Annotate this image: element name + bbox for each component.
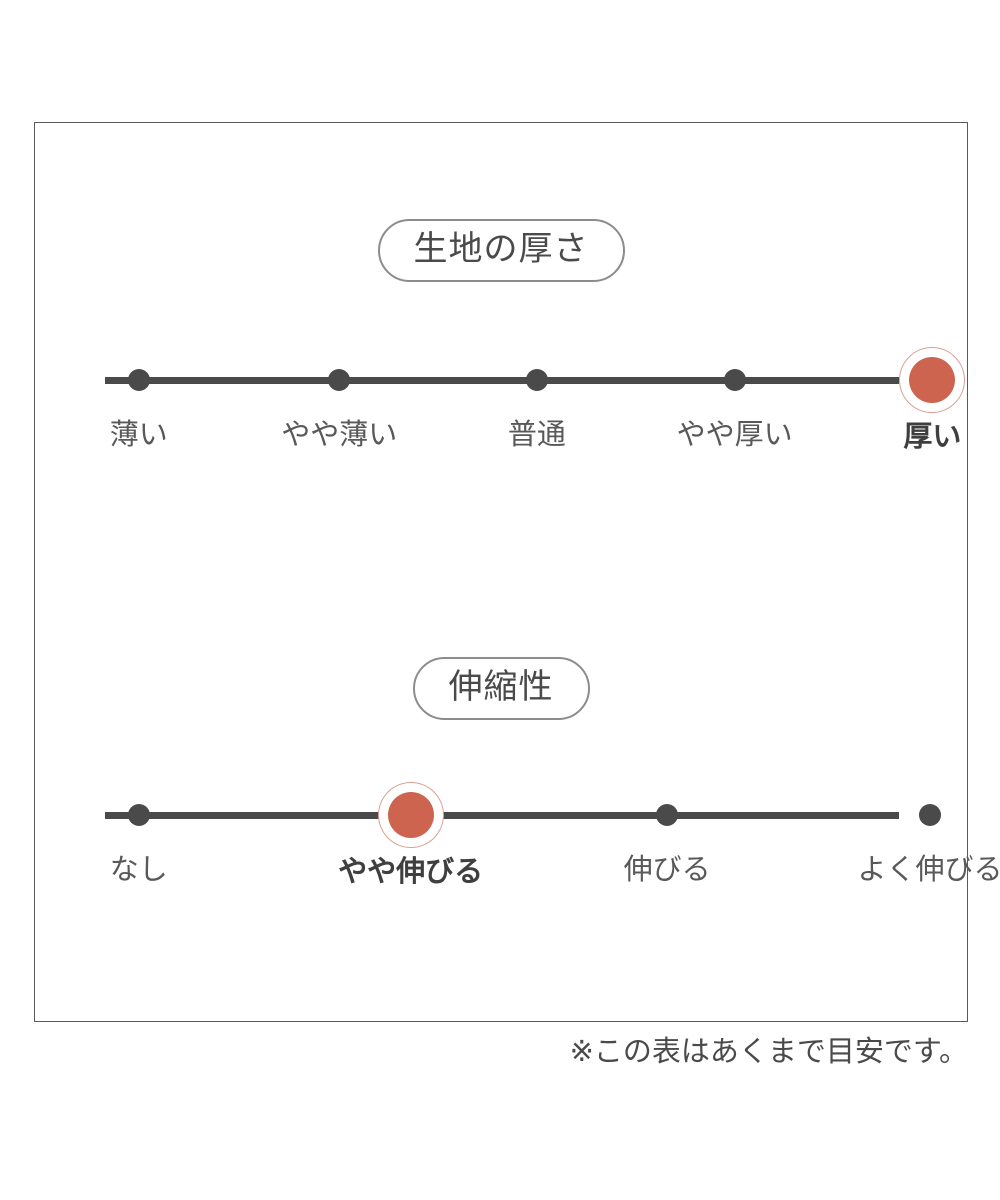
thickness-label-4: 厚い <box>903 421 962 453</box>
stretch-stop-3[interactable]: よく伸びる <box>857 804 1000 885</box>
stretch-label-0: なし <box>109 854 168 886</box>
stretch-stop-0[interactable]: なし <box>110 804 168 885</box>
thickness-label-0: 薄い <box>109 419 168 451</box>
fabric-spec-card: 生地の厚さ 薄い やや薄い 普通 やや厚い 厚い 伸縮性 <box>34 122 1000 1022</box>
stretch-stop-1-selected[interactable]: やや伸びる <box>338 792 483 887</box>
section-thickness-badge-row: 生地の厚さ <box>35 219 967 282</box>
thickness-dot-3 <box>723 369 746 391</box>
section-thickness-badge: 生地の厚さ <box>377 219 625 282</box>
thickness-label-3: やや厚い <box>676 419 793 451</box>
stretch-scale-track <box>105 812 899 819</box>
stretch-dot-3 <box>918 804 941 826</box>
thickness-label-2: 普通 <box>507 419 566 451</box>
thickness-scale-track <box>105 377 899 384</box>
stretch-label-1: やや伸びる <box>338 856 484 888</box>
thickness-stop-1[interactable]: やや薄い <box>281 369 397 450</box>
thickness-dot-1 <box>328 369 351 391</box>
thickness-stop-2[interactable]: 普通 <box>508 369 566 450</box>
stretch-dot-0 <box>127 804 150 826</box>
footnote-disclaimer: ※この表はあくまで目安です。 <box>569 1036 968 1068</box>
section-stretch-badge: 伸縮性 <box>412 657 590 720</box>
thickness-dot-2 <box>525 369 548 391</box>
thickness-stop-0[interactable]: 薄い <box>110 369 168 450</box>
stretch-label-3: よく伸びる <box>857 854 1000 886</box>
section-stretch-badge-row: 伸縮性 <box>35 657 967 720</box>
stretch-dot-2 <box>656 804 679 826</box>
thickness-dot-4-selected <box>909 357 956 403</box>
thickness-stop-3[interactable]: やや厚い <box>677 369 793 450</box>
stretch-dot-1-selected <box>387 792 434 838</box>
stretch-label-2: 伸びる <box>623 854 711 886</box>
stretch-stop-2[interactable]: 伸びる <box>624 804 711 885</box>
thickness-label-1: やや薄い <box>281 419 398 451</box>
thickness-stop-4-selected[interactable]: 厚い <box>903 357 961 452</box>
thickness-dot-0 <box>127 369 150 391</box>
